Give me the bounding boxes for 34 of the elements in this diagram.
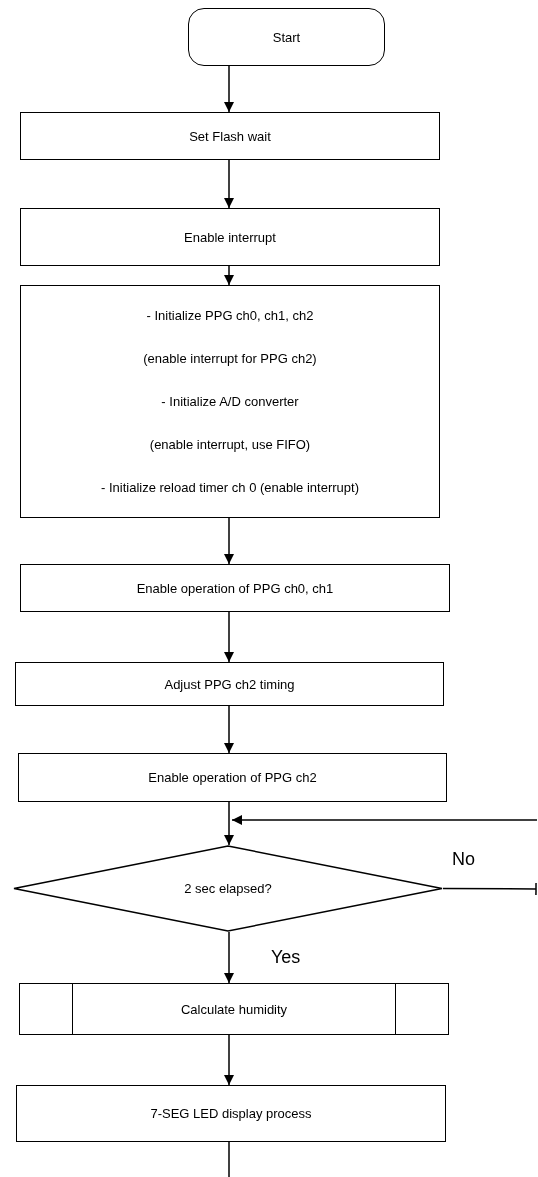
connector-arrow	[224, 611, 234, 663]
connector-arrow	[224, 159, 234, 209]
node-text: 7-SEG LED display process	[150, 1105, 312, 1122]
process-box	[20, 564, 450, 612]
node-text: 2 sec elapsed?	[184, 880, 272, 897]
connector-arrow	[224, 705, 234, 754]
decision-diamond	[13, 845, 443, 932]
connector-arrow	[224, 265, 234, 286]
process-box	[20, 208, 440, 266]
node-text: Calculate humidity	[180, 1000, 288, 1018]
connector-arrow	[224, 1034, 234, 1086]
process-box	[20, 285, 440, 518]
node-text: Set Flash wait	[189, 127, 271, 145]
node-text: - Initialize A/D converter	[161, 393, 299, 410]
node-text: - Initialize reload timer ch 0 (enable interrupt)	[101, 479, 359, 496]
connector-arrow	[224, 801, 234, 846]
connector-arrow	[224, 931, 234, 984]
node-text: - Initialize PPG ch0, ch1, ch2	[146, 307, 314, 324]
process-box	[16, 1085, 446, 1142]
process-box	[18, 753, 447, 802]
node-text: Enable operation of PPG ch2	[148, 769, 317, 786]
node-text: Adjust PPG ch2 timing	[164, 675, 295, 693]
node-text: Start	[272, 28, 301, 46]
node-text: (enable interrupt for PPG ch2)	[143, 350, 317, 367]
node-text: (enable interrupt, use FIFO)	[149, 436, 311, 453]
connector-arrow	[224, 65, 234, 113]
node-text: Enable interrupt	[184, 228, 276, 246]
process-box	[15, 662, 444, 706]
process-box	[20, 112, 440, 160]
connector-arrow	[224, 517, 234, 565]
connector-arrow	[231, 815, 538, 825]
predefined-process-box	[19, 983, 449, 1035]
node-text: Enable operation of PPG ch0, ch1	[136, 579, 334, 597]
start-terminal	[188, 8, 385, 66]
